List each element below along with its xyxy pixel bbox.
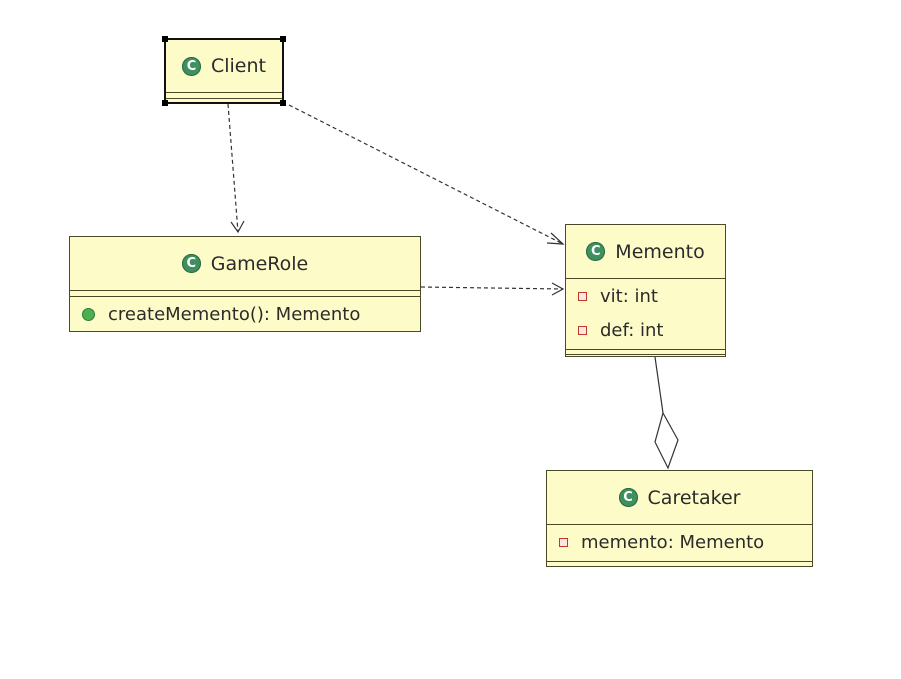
class-memento[interactable]: C Memento vit: int def: int	[565, 224, 726, 357]
class-header: C GameRole	[70, 237, 420, 290]
compartment-divider	[70, 290, 420, 291]
attribute-text: def: int	[600, 319, 664, 341]
attribute-row[interactable]: def: int	[566, 313, 725, 347]
attribute-text: memento: Memento	[581, 531, 765, 553]
attribute-row[interactable]: memento: Memento	[547, 525, 812, 559]
compartment-divider	[547, 561, 812, 562]
aggregation-diamond-icon	[654, 411, 679, 470]
compartment-divider	[547, 566, 812, 567]
class-header: C Memento	[566, 225, 725, 278]
class-name: Client	[210, 55, 266, 77]
aggregation-caretaker-memento[interactable]	[654, 356, 679, 470]
dependency-client-memento[interactable]	[288, 104, 565, 245]
compartment-divider	[547, 524, 812, 525]
class-name: Caretaker	[647, 486, 741, 509]
operation-row[interactable]: createMemento(): Memento	[70, 297, 420, 331]
class-header: C Client	[166, 40, 282, 92]
class-gamerole[interactable]: C GameRole createMemento(): Memento	[69, 236, 421, 332]
open-arrowhead-icon	[546, 232, 565, 245]
class-name: Memento	[615, 240, 705, 263]
selection-handle[interactable]	[280, 36, 286, 42]
private-field-icon	[578, 325, 587, 335]
compartment-divider	[70, 296, 420, 297]
dependency-client-gamerole[interactable]	[227, 103, 245, 234]
dependency-gamerole-memento[interactable]	[420, 282, 565, 296]
class-caretaker[interactable]: C Caretaker memento: Memento	[546, 470, 813, 567]
compartment-divider	[166, 92, 282, 93]
class-name: GameRole	[210, 252, 309, 275]
attribute-row[interactable]: vit: int	[566, 279, 725, 313]
public-method-icon	[82, 307, 95, 321]
compartment-divider	[566, 278, 725, 279]
class-icon: C	[181, 254, 201, 273]
class-icon: C	[586, 242, 606, 261]
compartment-divider	[166, 98, 282, 99]
compartment-divider	[566, 354, 725, 355]
class-icon: C	[181, 56, 201, 76]
attribute-text: vit: int	[600, 285, 658, 307]
class-icon: C	[618, 488, 638, 507]
open-arrowhead-icon	[551, 282, 565, 296]
private-field-icon	[559, 537, 568, 547]
operation-text: createMemento(): Memento	[108, 303, 361, 325]
class-client[interactable]: C Client	[162, 36, 286, 106]
selection-handle[interactable]	[280, 100, 286, 106]
selection-handle[interactable]	[162, 36, 168, 42]
open-arrowhead-icon	[230, 220, 245, 234]
compartment-divider	[566, 349, 725, 350]
class-header: C Caretaker	[547, 471, 812, 524]
private-field-icon	[578, 291, 587, 301]
selection-handle[interactable]	[162, 100, 168, 106]
